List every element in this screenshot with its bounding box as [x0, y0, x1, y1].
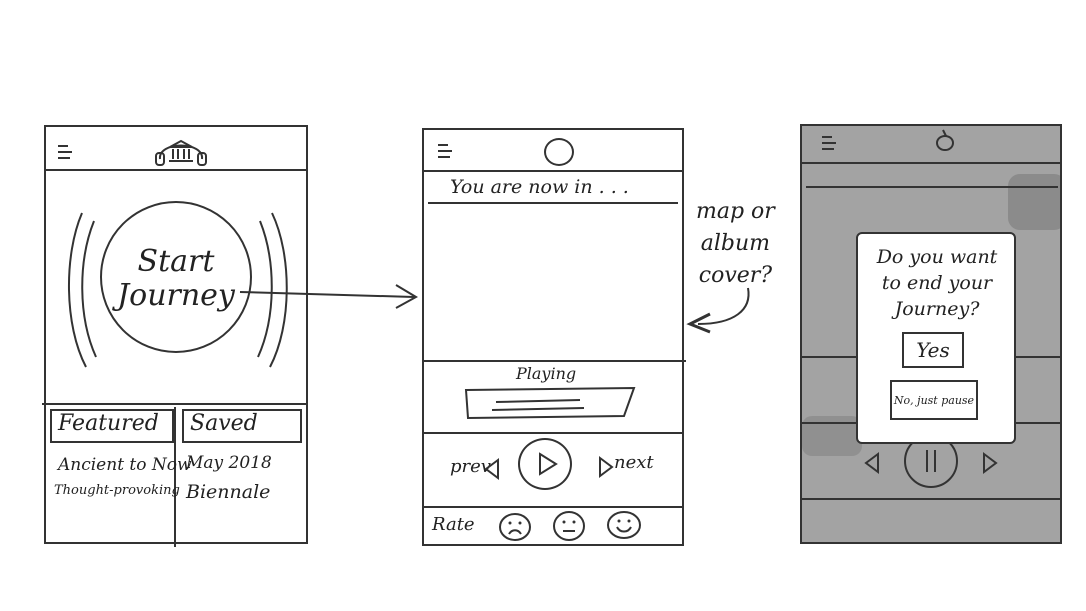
- pause-icon: [926, 450, 936, 472]
- header-divider: [428, 202, 678, 204]
- prev-triangle-icon: [864, 452, 879, 474]
- next-triangle-icon[interactable]: [598, 456, 614, 478]
- tab-saved-label: Saved: [190, 411, 258, 436]
- rate-label: Rate: [432, 514, 475, 535]
- end-journey-dialog: Do you want to end your Journey? Yes No,…: [856, 232, 1016, 444]
- dark-shading: [1008, 174, 1060, 230]
- playing-label: Playing: [516, 364, 577, 383]
- location-header: You are now in . . .: [450, 176, 629, 198]
- sound-wave-arcs-icon: [67, 212, 288, 368]
- start-journey-button[interactable]: [100, 201, 252, 353]
- yes-button-label: Yes: [916, 338, 950, 362]
- featured-item[interactable]: Thought-provoking: [54, 483, 180, 498]
- progress-bar[interactable]: [462, 384, 640, 422]
- no-just-pause-button[interactable]: No, just pause: [890, 380, 978, 420]
- controls-divider: [424, 432, 682, 434]
- museum-headphones-logo-icon: [155, 139, 207, 166]
- play-icon: [539, 452, 558, 476]
- featured-item[interactable]: Ancient to Now: [58, 455, 192, 475]
- saved-item[interactable]: May 2018: [186, 453, 272, 473]
- prev-label: prev: [450, 456, 491, 477]
- hamburger-menu-icon[interactable]: [438, 144, 454, 158]
- content-divider: [42, 403, 306, 405]
- logo-placeholder-icon: [544, 138, 574, 166]
- next-triangle-icon: [983, 452, 998, 474]
- header-divider: [802, 162, 1060, 164]
- dialog-message: Do you want to end your Journey?: [876, 246, 998, 320]
- next-label: next: [614, 452, 654, 473]
- tab-column-divider: [174, 407, 176, 547]
- hamburger-menu-icon[interactable]: [822, 136, 838, 150]
- neutral-face-icon[interactable]: [552, 510, 586, 542]
- tab-saved[interactable]: [182, 409, 302, 443]
- no-button-label: No, just pause: [893, 393, 975, 407]
- play-button[interactable]: [518, 438, 572, 490]
- screen-home: Start Journey Featured Saved Ancient to …: [42, 125, 308, 547]
- start-journey-label: Start Journey: [117, 244, 235, 313]
- screen-player: You are now in . . . Playing prev next R…: [422, 128, 686, 546]
- prev-triangle-icon[interactable]: [484, 458, 500, 480]
- header-divider: [424, 170, 682, 172]
- annotation-note: map or album cover?: [696, 199, 775, 288]
- media-divider: [424, 360, 686, 362]
- tab-featured-label: Featured: [58, 411, 159, 436]
- rate-divider: [802, 498, 1060, 500]
- saved-item[interactable]: Biennale: [186, 481, 271, 503]
- header-divider: [46, 169, 306, 171]
- header-divider: [806, 186, 1058, 188]
- logo-placeholder-icon: [936, 129, 954, 151]
- happy-face-icon[interactable]: [606, 510, 642, 540]
- sad-face-icon[interactable]: [498, 512, 532, 542]
- flow-arrow-icon: [239, 284, 419, 309]
- hamburger-menu-icon[interactable]: [58, 145, 74, 159]
- map-or-album-cover-area: [424, 204, 682, 360]
- annotation-arrow-icon: [686, 287, 750, 334]
- tab-featured[interactable]: [50, 409, 174, 443]
- screen-end-journey: Do you want to end your Journey? Yes No,…: [800, 124, 1062, 544]
- yes-button[interactable]: Yes: [902, 332, 964, 368]
- rate-divider: [424, 506, 682, 508]
